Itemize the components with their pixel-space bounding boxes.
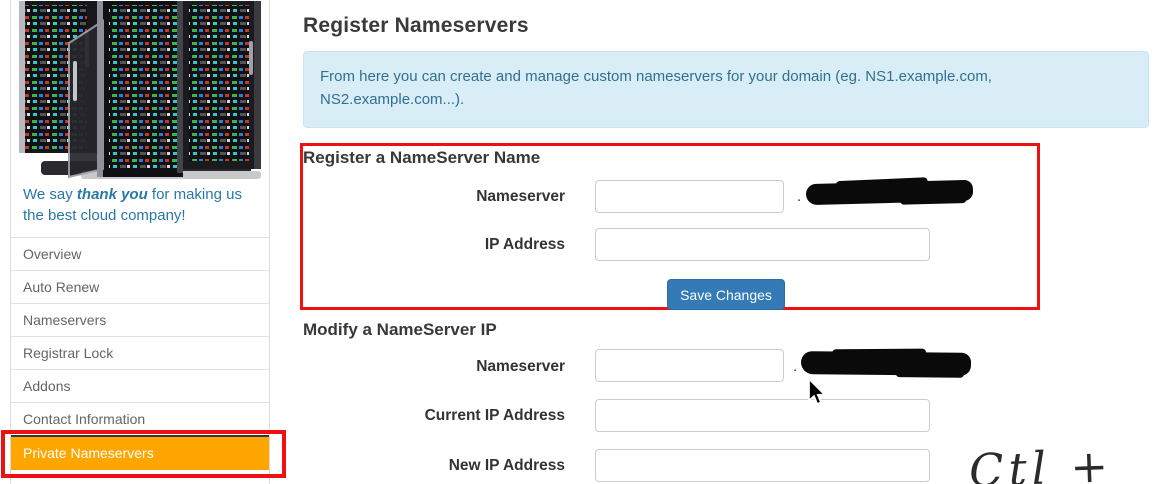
sidebar-item-overview[interactable]: Overview [11, 237, 269, 270]
handwritten-annotation: Ctl + N [968, 439, 1114, 484]
new-ip-label: New IP Address [448, 457, 565, 474]
new-ip-input[interactable] [595, 449, 930, 482]
sidebar-item-auto-renew[interactable]: Auto Renew [11, 270, 269, 303]
info-alert: From here you can create and manage cust… [303, 51, 1149, 128]
nameserver-input[interactable] [595, 180, 784, 213]
promo-text: We say thank you for making us the best … [23, 185, 259, 226]
promo-text-emphasis: thank you [76, 186, 148, 203]
modify-domain-suffix-dot: . [793, 358, 798, 375]
sidebar-item-addons[interactable]: Addons [11, 369, 269, 402]
promo-text-post: for making us the best cloud company! [23, 186, 242, 224]
modify-nameserver-input[interactable] [595, 349, 784, 382]
server-racks-image [11, 1, 269, 183]
page-title: Register Nameservers [303, 14, 529, 37]
current-ip-input[interactable] [595, 399, 930, 432]
sidebar-item-label: Private Nameservers [23, 445, 154, 461]
modify-nameserver-label: Nameserver [476, 358, 565, 375]
modify-redacted-domain-suffix [800, 351, 972, 376]
domain-suffix-dot: . [797, 188, 802, 205]
sidebar-item-registrar-lock[interactable]: Registrar Lock [11, 336, 269, 369]
ip-address-input[interactable] [595, 228, 930, 261]
current-ip-label: Current IP Address [424, 407, 565, 424]
sidebar-item-contact-information[interactable]: Contact Information [11, 402, 269, 435]
sidebar-panel: We say thank you for making us the best … [1, 0, 286, 484]
sidebar-item-private-nameservers[interactable]: Private Nameservers [1, 430, 286, 478]
sidebar-menu: Overview Auto Renew Nameservers Registra… [1, 237, 286, 478]
modify-section-heading: Modify a NameServer IP [303, 320, 497, 339]
register-section-heading: Register a NameServer Name [303, 148, 541, 167]
nameserver-label: Nameserver [476, 188, 565, 205]
save-changes-button[interactable]: Save Changes [667, 279, 785, 310]
ip-address-label: IP Address [484, 236, 565, 253]
redacted-domain-suffix [805, 179, 974, 206]
sidebar-item-nameservers[interactable]: Nameservers [11, 303, 269, 336]
main-content: Register Nameservers From here you can c… [300, 0, 1160, 484]
promo-text-pre: We say [23, 186, 77, 203]
